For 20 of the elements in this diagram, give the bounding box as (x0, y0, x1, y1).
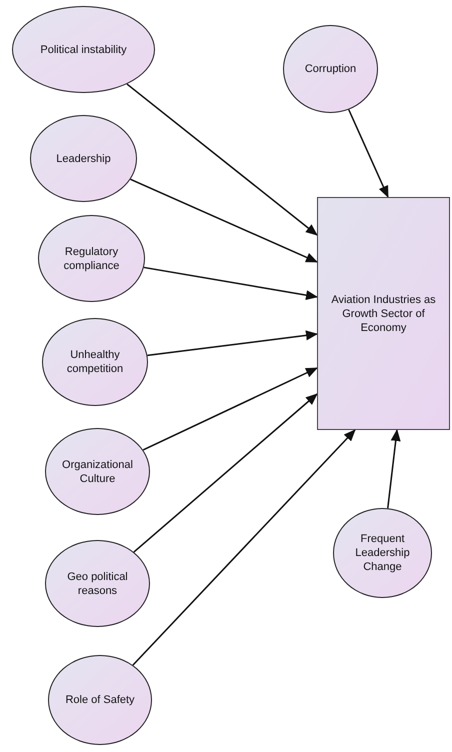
node-label: Political instability (40, 42, 127, 56)
node-label: Organizational Culture (61, 458, 134, 486)
arrow (348, 109, 389, 198)
node-label: Frequent Leadership Change (354, 532, 411, 574)
arrow (132, 429, 356, 666)
node-label: Role of Safety (65, 693, 135, 707)
node-label: Regulatory compliance (62, 244, 120, 272)
arrow (142, 367, 318, 451)
arrow (133, 393, 318, 553)
node-label: Leadership (56, 152, 111, 166)
node-label: Aviation Industries as Growth Sector of Economy (330, 292, 437, 334)
outcome-box (317, 197, 450, 430)
arrow (144, 266, 318, 300)
node-label: Unhealthy competition (66, 348, 124, 376)
node-label: Geo political reasons (66, 570, 129, 598)
arrow (126, 83, 318, 236)
arrow (130, 178, 318, 263)
node-label: Corruption (304, 62, 356, 76)
arrow (387, 429, 401, 508)
arrow (147, 330, 318, 356)
